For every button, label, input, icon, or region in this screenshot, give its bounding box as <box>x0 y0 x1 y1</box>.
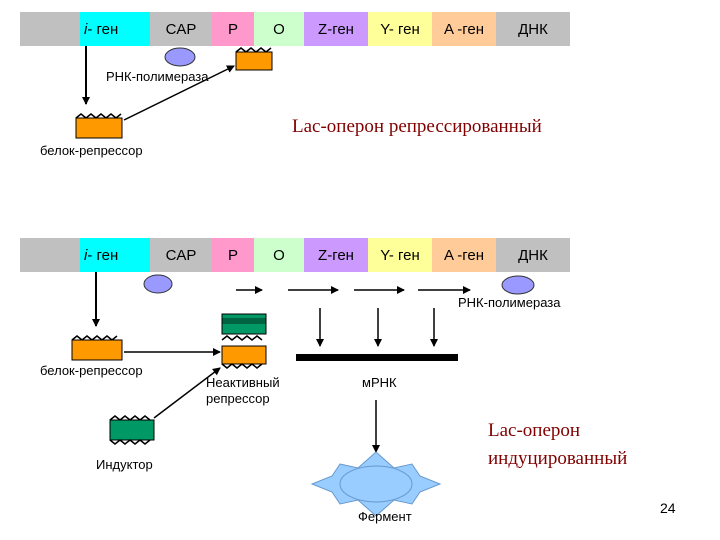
gene-bar-bottom: i - ген CAP P O Z-ген Y- ген A -ген ДНК <box>20 238 570 272</box>
inducer-label: Индуктор <box>96 457 153 472</box>
gene-dnk-bottom: ДНК <box>496 238 570 272</box>
enzyme-shape <box>310 451 442 517</box>
gene-o-top: O <box>254 12 304 46</box>
repressor-on-operator-top <box>235 47 273 71</box>
gene-a-top: A -ген <box>432 12 496 46</box>
enzyme-label: Фермент <box>358 509 412 524</box>
arrow-inducer-to-inactive <box>153 367 221 419</box>
operon-title-bottom-line1: Lac-оперон <box>488 420 581 441</box>
gene-cap-bottom: CAP <box>150 238 212 272</box>
gene-i-suffix: - ген <box>87 246 119 264</box>
mrna-strand <box>296 354 458 361</box>
gene-i-top: i - ген <box>80 12 150 46</box>
gene-i-prefix: i <box>84 246 88 264</box>
rna-polymerase-label-bottom: РНК-полимераза <box>458 295 561 310</box>
repressor-protein-bottom <box>71 335 123 361</box>
gene-bar-top: i - ген CAP P O Z-ген Y- ген A -ген ДНК <box>20 12 570 46</box>
inactive-repressor-complex <box>221 313 267 369</box>
gene-z-top: Z-ген <box>304 12 368 46</box>
gene-spacer-bottom <box>20 238 80 272</box>
operon-title-bottom-line2: индуцированный <box>488 448 628 469</box>
gene-a-bottom: A -ген <box>432 238 496 272</box>
inactive-repressor-label-line2: репрессор <box>206 391 270 406</box>
gene-spacer-top <box>20 12 80 46</box>
rna-polymerase-top <box>164 47 196 67</box>
gene-o-bottom: O <box>254 238 304 272</box>
gene-y-bottom: Y- ген <box>368 238 432 272</box>
gene-i-suffix: - ген <box>87 20 119 38</box>
inactive-repressor-label-line1: Неактивный <box>206 375 280 390</box>
gene-p-top: P <box>212 12 254 46</box>
operon-title-top: Lac-оперон репрессированный <box>292 116 542 137</box>
slide-number: 24 <box>660 500 676 516</box>
gene-dnk-top: ДНК <box>496 12 570 46</box>
gene-cap-top: CAP <box>150 12 212 46</box>
gene-p-bottom: P <box>212 238 254 272</box>
gene-i-bottom: i - ген <box>80 238 150 272</box>
mrna-label: мРНК <box>362 375 397 390</box>
repressor-label-top: белок-репрессор <box>40 143 143 158</box>
rna-polymerase-bottom <box>501 275 535 295</box>
repressor-label-bottom: белок-репрессор <box>40 363 143 378</box>
rna-polymerase-label-top: РНК-полимераза <box>106 69 209 84</box>
cap-protein-bottom <box>143 274 173 294</box>
gene-y-top: Y- ген <box>368 12 432 46</box>
gene-i-prefix: i <box>84 20 88 38</box>
inducer-molecule <box>109 415 155 445</box>
arrow-repressor-to-operator-top <box>123 65 235 121</box>
repressor-protein-top <box>75 113 123 139</box>
gene-z-bottom: Z-ген <box>304 238 368 272</box>
